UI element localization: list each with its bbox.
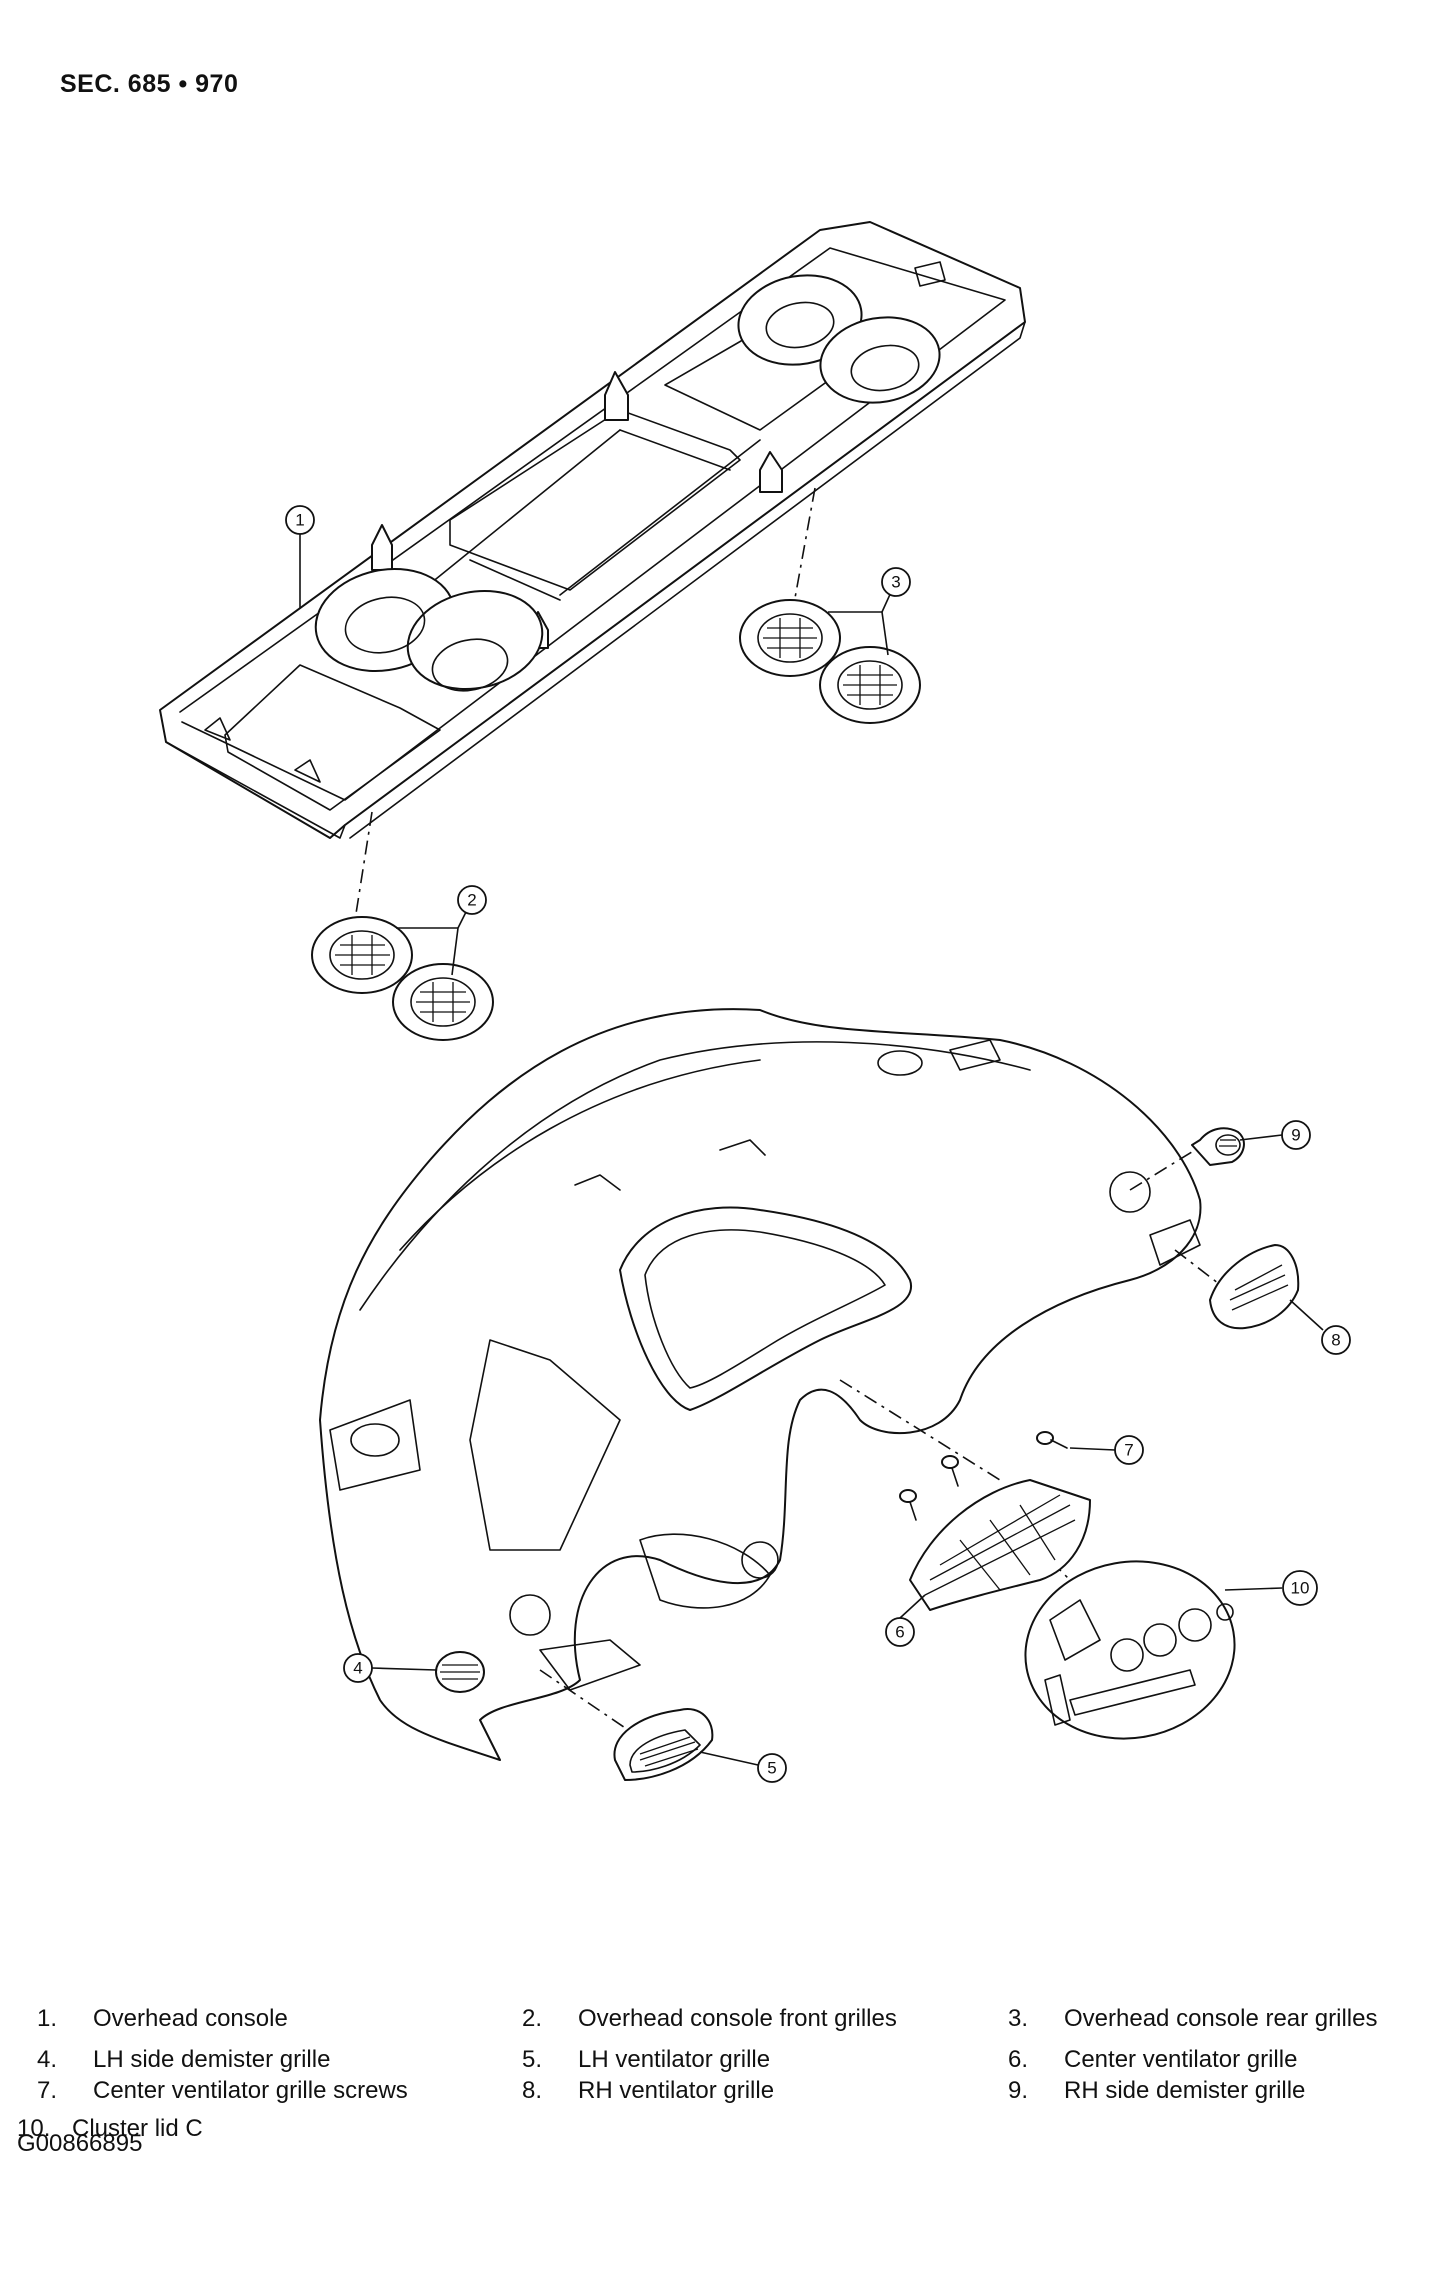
callout-4-label: 4 (353, 1659, 362, 1678)
callout-10: 10 (1224, 1570, 1318, 1606)
legend-item-label: RH ventilator grille (578, 2077, 775, 2104)
callout-4: 4 (343, 1653, 437, 1683)
legend-item-number: 5. (522, 2046, 543, 2073)
callout-6-label: 6 (895, 1623, 904, 1642)
rh-ventilator-grille (1209, 1244, 1300, 1330)
callout-9-label: 9 (1291, 1126, 1300, 1145)
legend-item-label: LH side demister grille (93, 2046, 331, 2073)
callout-3: 3 (828, 567, 911, 656)
center-ventilator-grille-screws (899, 1431, 1068, 1521)
center-ventilator-grille (909, 1479, 1091, 1611)
legend-item-number: 9. (1008, 2077, 1029, 2104)
figure-id: G00866895 (17, 2130, 143, 2157)
overhead-console-rear-grilles (739, 599, 921, 724)
callout-3-label: 3 (891, 573, 900, 592)
legend-item-number: 8. (522, 2077, 543, 2104)
callout-5-label: 5 (767, 1759, 776, 1778)
legend-item-number: 1. (37, 2005, 58, 2032)
callout-8: 8 (1289, 1299, 1351, 1355)
legend-item-label: Center ventilator grille screws (93, 2077, 408, 2104)
cluster-lid-c (1024, 1560, 1236, 1740)
callout-2: 2 (396, 885, 487, 976)
exploded-diagram: 1 2 3 4 5 6 7 8 9 (159, 221, 1351, 1783)
legend-item-label: Overhead console (93, 2005, 288, 2032)
instrument-panel (319, 1008, 1202, 1761)
callout-2-label: 2 (467, 891, 476, 910)
legend-item-number: 7. (37, 2077, 58, 2104)
callout-6: 6 (885, 1594, 926, 1647)
callout-7-label: 7 (1124, 1441, 1133, 1460)
legend-item-label: Cluster lid C (72, 2115, 203, 2142)
overhead-console (159, 221, 1026, 839)
legend-item-number: 2. (522, 2005, 543, 2032)
legend-item-label: Center ventilator grille (1064, 2046, 1298, 2073)
legend-item-label: Overhead console front grilles (578, 2005, 897, 2032)
legend-item-number: 3. (1008, 2005, 1029, 2032)
legend-item-number: 10. (17, 2115, 51, 2142)
rh-side-demister-grille (1191, 1127, 1245, 1166)
legend-item-label: Overhead console rear grilles (1064, 2005, 1378, 2032)
section-title: SEC. 685 • 970 (60, 70, 239, 98)
legend-item-number: 4. (37, 2046, 58, 2073)
callout-1: 1 (285, 505, 315, 608)
legend-item-number: 6. (1008, 2046, 1029, 2073)
lh-side-demister-grille (435, 1651, 485, 1693)
callout-5: 5 (699, 1751, 787, 1783)
lh-ventilator-grille (613, 1708, 714, 1781)
legend-item-label: RH side demister grille (1064, 2077, 1306, 2104)
legend-item-label: LH ventilator grille (578, 2046, 771, 2073)
callout-1-label: 1 (295, 511, 304, 530)
callout-7: 7 (1069, 1435, 1144, 1465)
overhead-console-front-grilles (311, 916, 494, 1041)
callout-9: 9 (1239, 1120, 1311, 1150)
callout-8-label: 8 (1331, 1331, 1340, 1350)
callout-10-label: 10 (1291, 1579, 1310, 1598)
